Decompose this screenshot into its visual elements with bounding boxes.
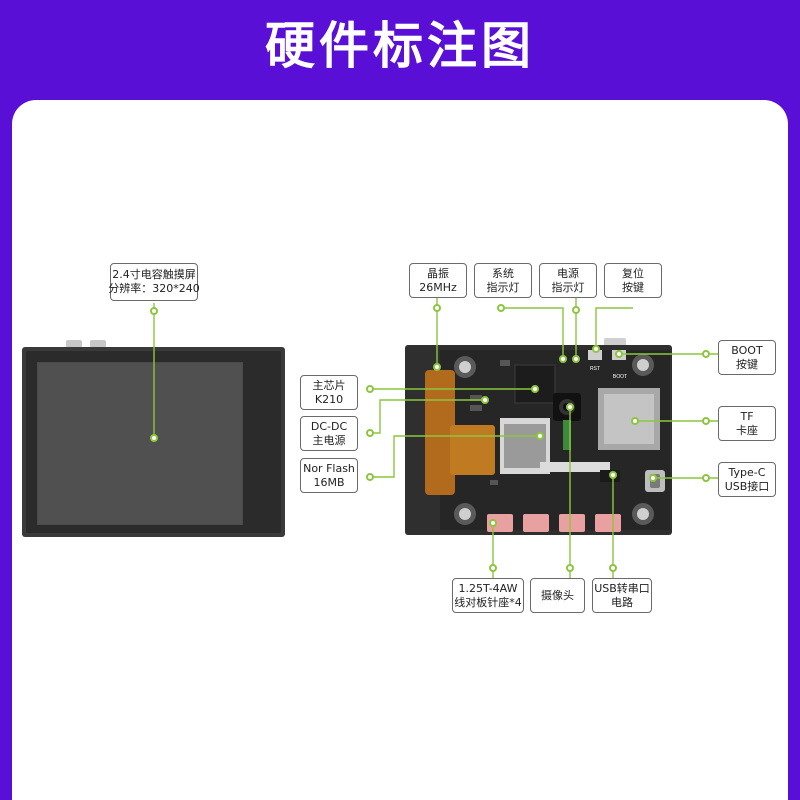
page-title: 硬件标注图 (265, 17, 535, 75)
connector-2 (523, 514, 549, 532)
connector-4 (595, 514, 621, 532)
label-camera: 摄像头 (530, 578, 585, 613)
leader-lines (153, 298, 718, 578)
flex-cable (425, 370, 455, 495)
silk-rst: RST (590, 366, 600, 372)
label-nor-flash: Nor Flash 16MB (300, 458, 358, 493)
leader-dots (150, 304, 710, 572)
label-touch-screen: 2.4寸电容触摸屏 分辨率：320*240 (108, 263, 200, 301)
label-type-c: Type-C USB接口 (718, 462, 776, 497)
label-power-led: 电源 指示灯 (539, 263, 597, 298)
device-front-view (22, 340, 285, 537)
label-system-led: 系统 指示灯 (474, 263, 532, 298)
label-reset-button: 复位 按键 (604, 263, 662, 298)
label-dcdc: DC-DC 主电源 (300, 416, 358, 451)
connector-3 (559, 514, 585, 532)
label-main-chip: 主芯片 K210 (300, 375, 358, 410)
device-back-view: RST BOOT (405, 338, 672, 535)
label-crystal: 晶振 26MHz (409, 263, 467, 298)
label-connector: 1.25T-4AW 线对板针座*4 (452, 578, 524, 613)
label-boot-button: BOOT 按键 (718, 340, 776, 375)
label-usb-uart: USB转串口 电路 (592, 578, 652, 613)
silk-boot: BOOT (613, 374, 627, 380)
label-tf-slot: TF 卡座 (718, 406, 776, 441)
